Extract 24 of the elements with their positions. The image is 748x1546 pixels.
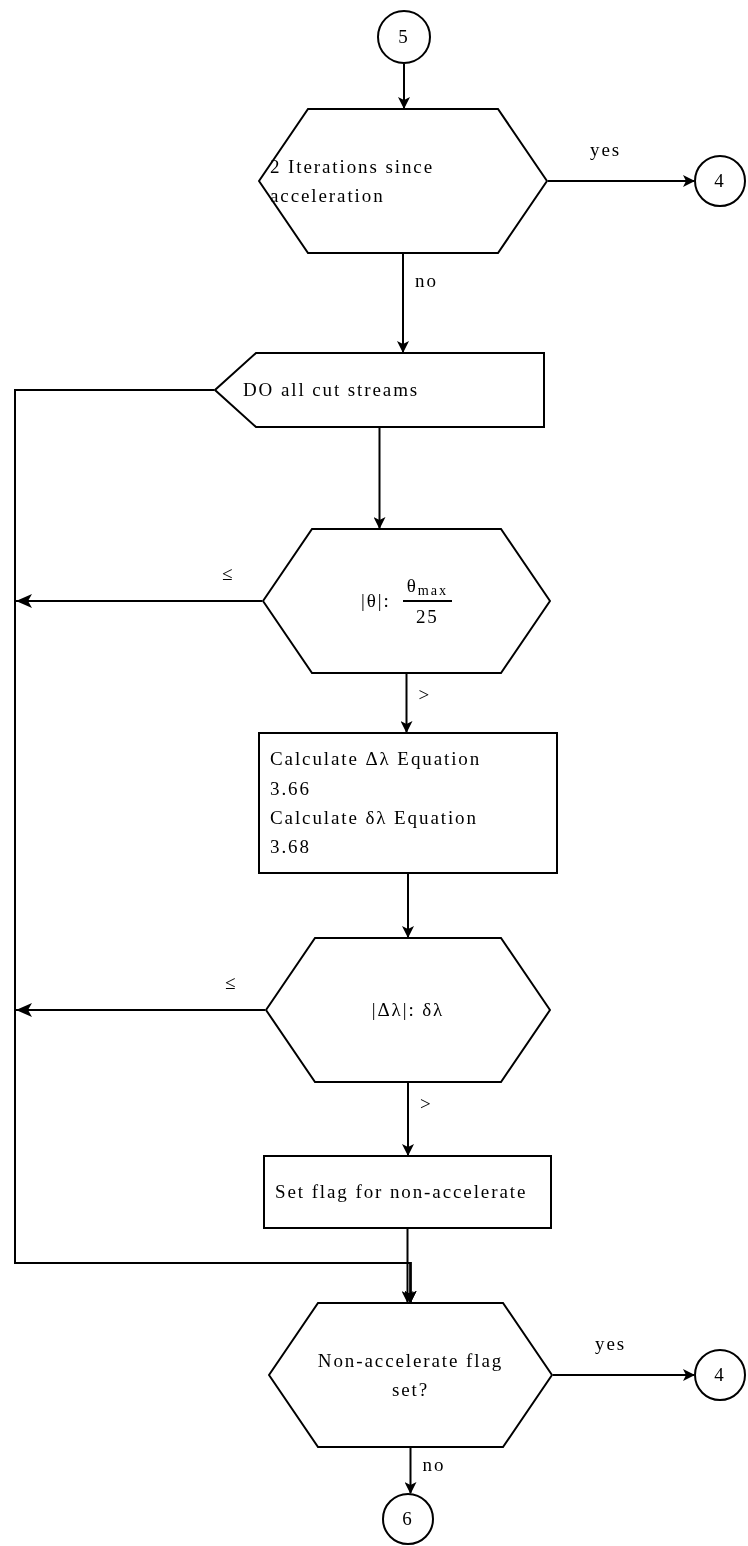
node-text: |Δλ|: δλ [370,998,446,1023]
node-text: 5 [398,25,410,50]
connector-circle [377,10,431,64]
connector-circle [382,1493,434,1545]
node-text: DO all cut streams [243,378,421,403]
decision-hexagon [268,1302,553,1448]
node-text: |θ|: [361,589,391,614]
connector-circle [694,1349,746,1401]
process-box [263,1155,552,1229]
node-text: 4 [714,169,726,194]
loop-box [214,352,545,428]
connector-circle [694,155,746,207]
node-text: 25 [415,605,439,629]
node-text: 6 [402,1507,414,1532]
node-text: 4 [714,1363,726,1388]
process-box [258,732,558,874]
node-text: Set flag for non-accelerate [275,1180,529,1205]
node-text: Non-accelerate flag set? [316,1348,505,1402]
node-text: Calculate Δλ Equation 3.66 [270,747,483,801]
node-text: Calculate δλ Equation 3.68 [270,806,479,860]
node-text: θ$_{max}$ [402,570,452,602]
decision-hexagon [258,108,548,254]
decision-hexagon [262,528,551,674]
decision-hexagon [265,937,551,1083]
